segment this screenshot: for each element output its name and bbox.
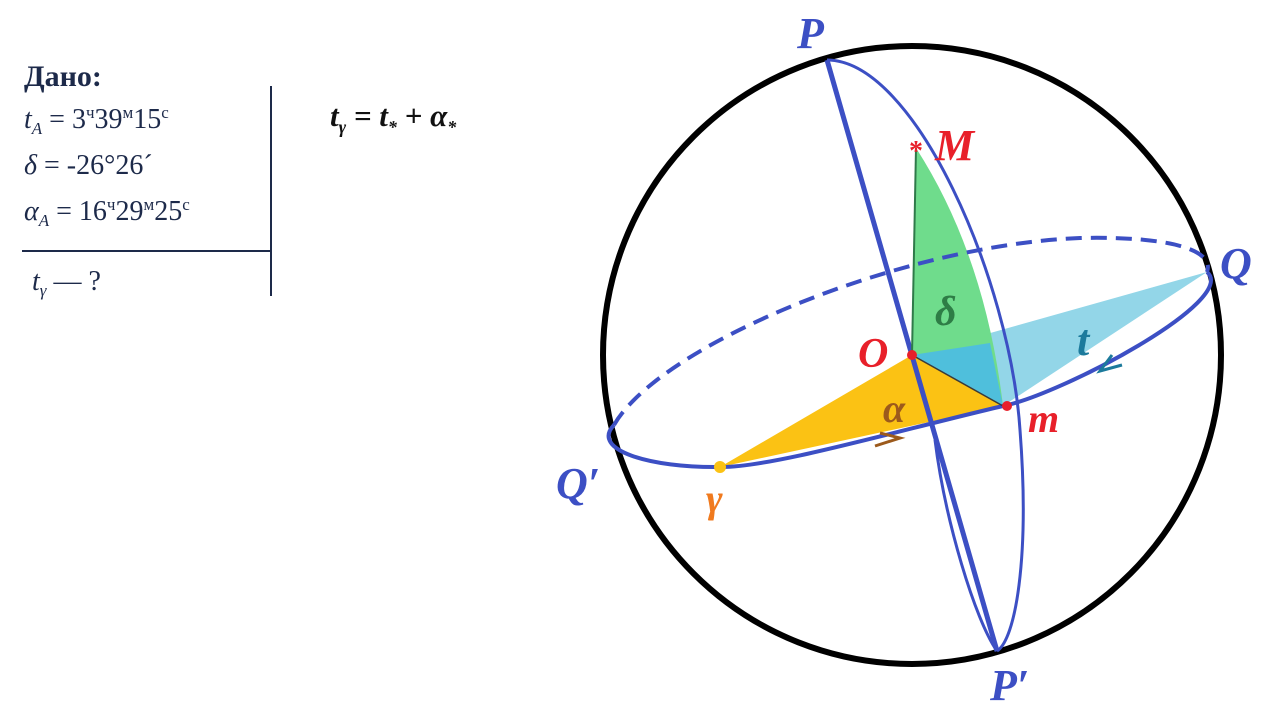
given-heading: Дано: <box>24 60 102 93</box>
hour-circle-lower <box>933 439 999 652</box>
right-ascension-sector <box>720 355 1003 467</box>
label-t: t <box>1077 316 1091 365</box>
label-delta: δ <box>935 289 957 335</box>
given-divider-horizontal <box>22 250 272 252</box>
t-direction-arrow <box>1096 354 1123 374</box>
celestial-sphere-outline <box>600 43 1224 667</box>
star-icon: * <box>909 136 923 167</box>
label-q-prime: Q′ <box>556 459 600 508</box>
label-o: O <box>858 331 888 377</box>
radius-to-star <box>911 147 917 356</box>
label-q: Q <box>1220 239 1252 288</box>
vernal-equinox-point <box>714 461 726 473</box>
celestial-equator-back <box>612 235 1210 426</box>
given-divider-vertical <box>270 86 272 296</box>
sidereal-time-formula: tγ = t* + α* <box>330 98 457 137</box>
label-m-star: M <box>934 121 976 170</box>
m-point <box>1002 401 1012 411</box>
label-m-point: m <box>1028 396 1059 441</box>
alpha-direction-arrow <box>874 431 906 448</box>
label-p: P <box>796 9 825 58</box>
center-point <box>907 350 917 360</box>
given-right-ascension: αA = 16ч29м25с <box>24 195 190 230</box>
given-hour-angle: tA = 3ч39м15с <box>24 103 169 138</box>
hour-circle-front <box>826 58 1025 653</box>
given-unknown: tγ — ? <box>32 266 101 300</box>
overlap-sector <box>912 343 1003 406</box>
label-alpha: α <box>883 386 906 431</box>
given-declination: δ = -26°26´ <box>24 150 153 181</box>
declination-sector <box>912 148 1003 406</box>
radius-to-m <box>911 354 1004 407</box>
label-p-prime: P′ <box>989 661 1029 710</box>
label-gamma: γ <box>706 476 723 521</box>
